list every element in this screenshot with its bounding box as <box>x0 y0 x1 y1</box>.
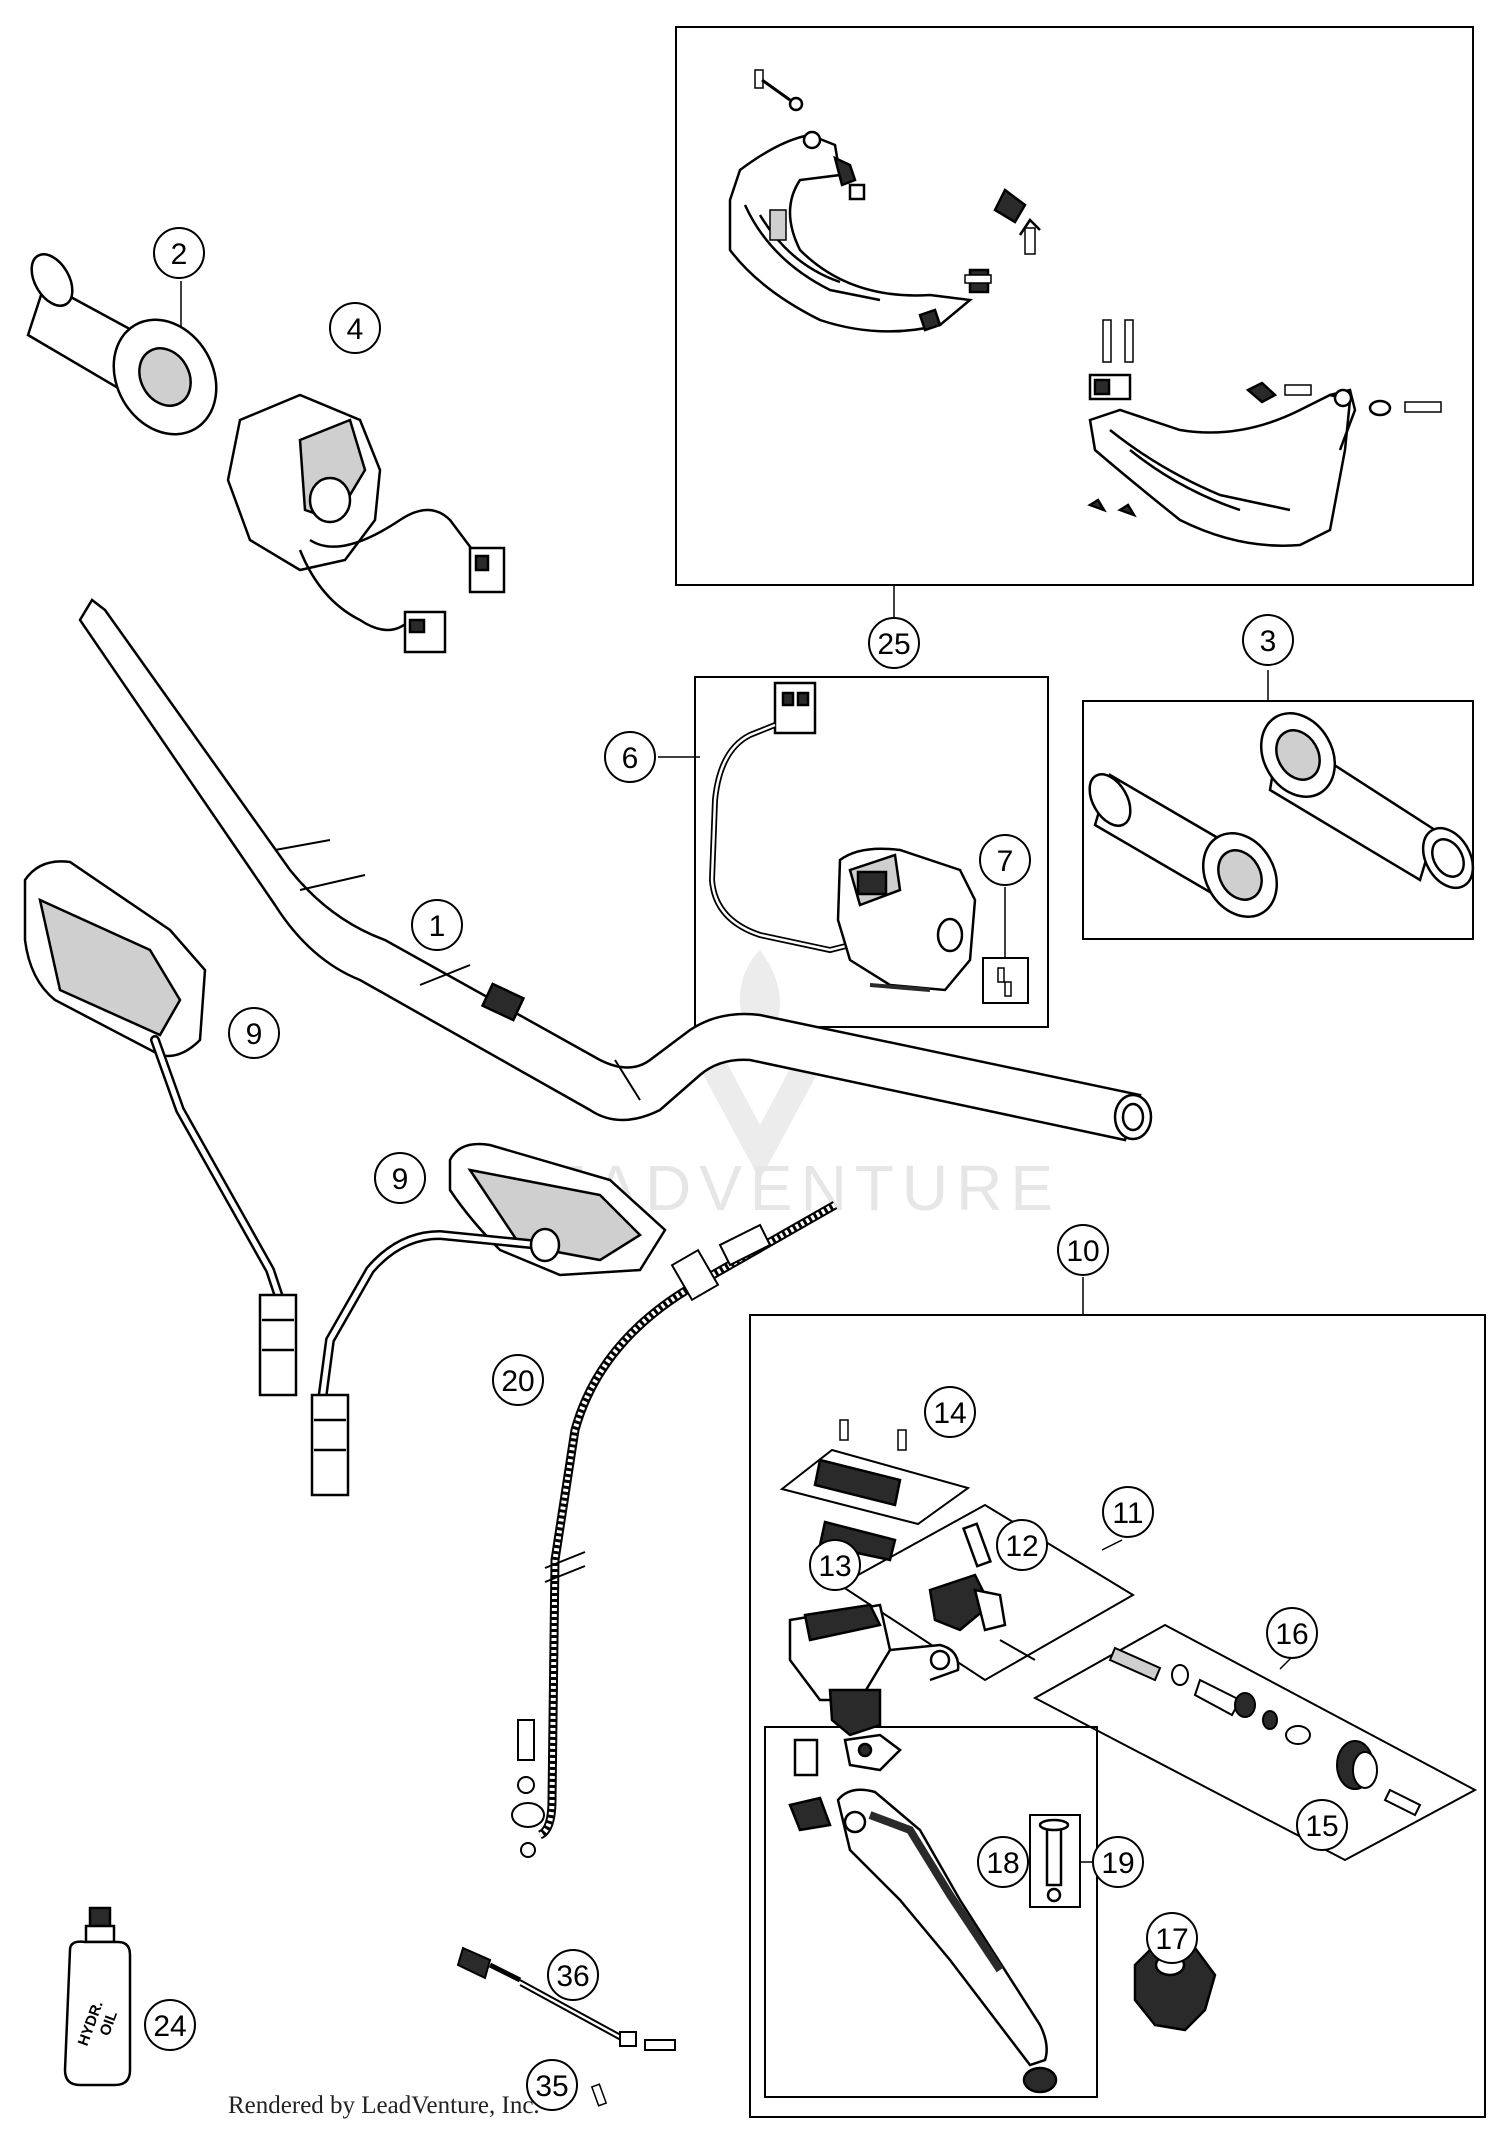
sensor-36 <box>456 1946 676 2051</box>
box-bolt-19 <box>1029 1814 1081 1908</box>
svg-text:1: 1 <box>429 910 446 943</box>
box-grips <box>1082 700 1474 940</box>
svg-text:25: 25 <box>877 628 910 661</box>
svg-text:2: 2 <box>171 238 188 271</box>
brake-master-cylinder <box>788 1419 1036 1737</box>
svg-text:9: 9 <box>246 1018 263 1051</box>
box-hand-guards <box>675 26 1474 586</box>
callout-2: 2 <box>153 227 205 279</box>
svg-text:10: 10 <box>1066 1235 1099 1268</box>
grip-left <box>26 253 218 436</box>
hand-guard-left <box>728 69 992 333</box>
svg-text:35: 35 <box>535 2070 568 2103</box>
svg-text:36: 36 <box>556 1960 589 1993</box>
callout-10: 10 <box>1057 1224 1109 1276</box>
svg-text:12: 12 <box>1005 1530 1038 1563</box>
screws-7 <box>997 967 1012 997</box>
svg-text:7: 7 <box>997 845 1014 878</box>
grips-pair <box>1088 712 1475 918</box>
callout-9-upper: 9 <box>228 1007 280 1059</box>
screw-35 <box>590 2083 608 2107</box>
hand-guard-right <box>993 188 1442 547</box>
svg-text:4: 4 <box>347 313 364 346</box>
watermark-logo-icon <box>690 1050 830 1180</box>
callout-6: 6 <box>604 731 656 783</box>
callout-4: 4 <box>329 302 381 354</box>
mirror-right <box>310 1142 667 1497</box>
callouts: 1 2 3 4 6 7 9 9 10 11 12 13 14 15 16 17 … <box>144 227 1348 2111</box>
callout-35: 35 <box>526 2059 578 2111</box>
svg-text:14: 14 <box>933 1397 966 1430</box>
svg-text:16: 16 <box>1275 1618 1308 1651</box>
svg-text:6: 6 <box>622 742 639 775</box>
oil-bottle: HYDR. OIL <box>63 1906 132 2087</box>
callout-15: 15 <box>1296 1799 1348 1851</box>
switch-left <box>226 393 506 654</box>
callout-19: 19 <box>1092 1836 1144 1888</box>
switch-right <box>708 681 977 992</box>
callout-13: 13 <box>809 1539 861 1591</box>
callout-24: 24 <box>144 1999 196 2051</box>
callout-17: 17 <box>1146 1912 1198 1964</box>
svg-text:24: 24 <box>153 2010 186 2043</box>
box-lever <box>764 1726 1098 2098</box>
callout-14: 14 <box>924 1386 976 1438</box>
box-pads-14 <box>779 1448 971 1526</box>
box-brake-cylinder <box>749 1314 1486 2118</box>
callout-3: 3 <box>1242 614 1294 666</box>
callout-9-lower: 9 <box>374 1152 426 1204</box>
callout-20: 20 <box>492 1354 544 1406</box>
svg-text:17: 17 <box>1155 1923 1188 1956</box>
svg-text:13: 13 <box>818 1550 851 1583</box>
callout-11: 11 <box>1102 1486 1154 1538</box>
brake-lever <box>788 1733 1070 2094</box>
svg-text:9: 9 <box>392 1163 409 1196</box>
mirror-left <box>23 860 298 1397</box>
callout-36: 36 <box>547 1949 599 2001</box>
callout-12: 12 <box>996 1519 1048 1571</box>
svg-text:20: 20 <box>501 1365 534 1398</box>
box-switch-right <box>694 676 1049 1028</box>
box-set-16 <box>1032 1623 1478 1862</box>
callout-7: 7 <box>979 834 1031 886</box>
callout-16: 16 <box>1266 1607 1318 1659</box>
svg-text:3: 3 <box>1260 625 1277 658</box>
svg-text:18: 18 <box>986 1847 1019 1880</box>
handlebar <box>78 598 1153 1142</box>
footer-credit: Rendered by LeadVenture, Inc. <box>228 2092 540 2119</box>
svg-text:15: 15 <box>1305 1810 1338 1843</box>
parts-set-16 <box>1108 1646 1422 1817</box>
callout-1: 1 <box>411 899 463 951</box>
brake-hose <box>511 1201 838 1858</box>
callout-25: 25 <box>868 617 920 669</box>
svg-text:19: 19 <box>1101 1847 1134 1880</box>
callout-18: 18 <box>977 1836 1029 1888</box>
svg-text:11: 11 <box>1112 1497 1143 1530</box>
